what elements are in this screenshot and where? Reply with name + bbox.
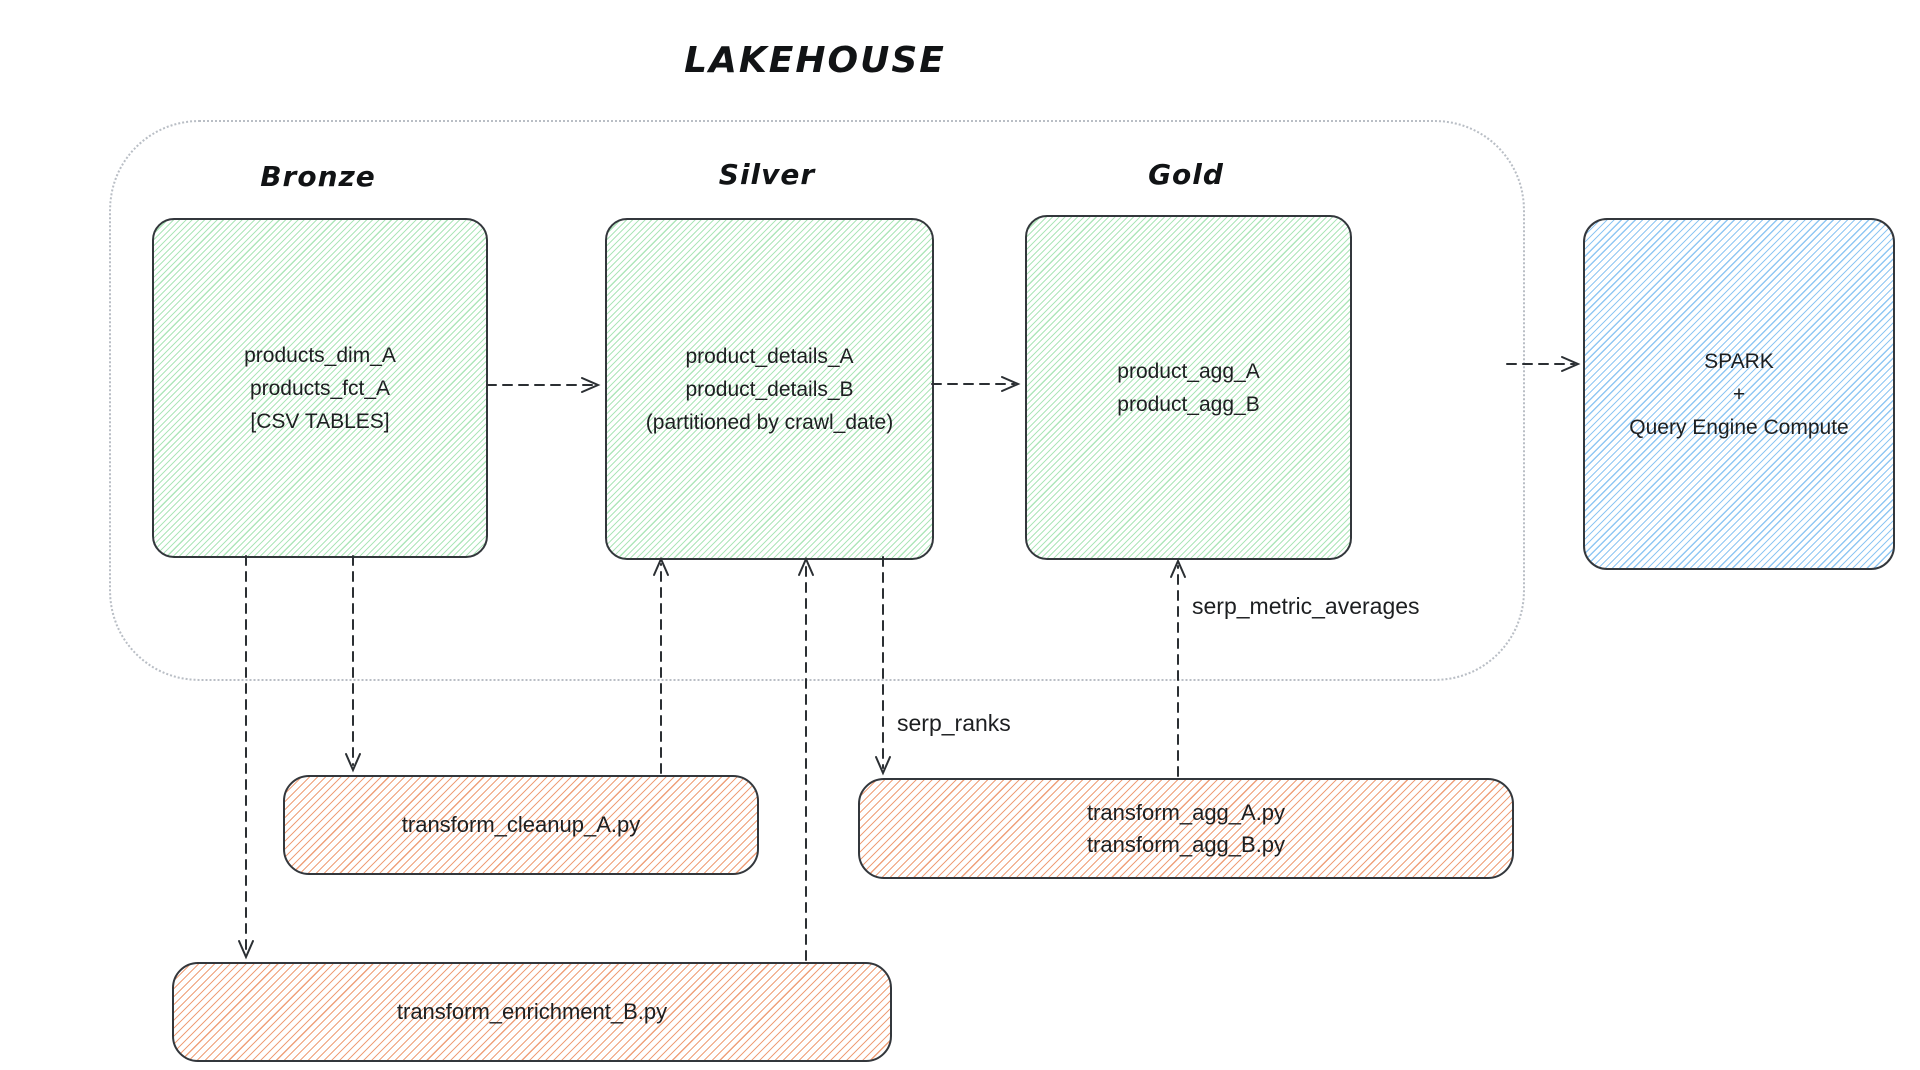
layer-label-bronze: Bronze	[260, 160, 376, 193]
gold-line-2: product_agg_B	[1117, 392, 1260, 416]
transform-agg-script-node: transform_agg_A.py transform_agg_B.py	[858, 778, 1514, 879]
silver-line-1: product_details_A	[685, 344, 854, 368]
gold-tables-node: product_agg_A product_agg_B	[1025, 215, 1352, 560]
compute-line-2: +	[1732, 382, 1746, 406]
silver-line-3: (partitioned by crawl_date)	[645, 410, 894, 434]
bronze-line-3: [CSV TABLES]	[250, 409, 390, 433]
cleanup-line-1: transform_cleanup_A.py	[401, 812, 641, 837]
edge-label-serp-ranks: serp_ranks	[897, 710, 1011, 736]
transform-enrichment-script-node: transform_enrichment_B.py	[172, 962, 892, 1062]
lakehouse-boundary	[109, 120, 1525, 681]
compute-line-3: Query Engine Compute	[1629, 415, 1849, 439]
agg-line-1: transform_agg_A.py	[1086, 799, 1286, 825]
edge-label-serp-metric-averages: serp_metric_averages	[1192, 593, 1420, 619]
transform-cleanup-script-node: transform_cleanup_A.py	[283, 775, 759, 875]
agg-line-2: transform_agg_B.py	[1086, 831, 1286, 857]
enrichment-line-1: transform_enrichment_B.py	[396, 999, 668, 1024]
diagram-title: LAKEHOUSE	[684, 40, 946, 81]
layer-label-silver: Silver	[718, 158, 816, 191]
silver-tables-node: product_details_A product_details_B (par…	[605, 218, 934, 560]
bronze-tables-node: products_dim_A products_fct_A [CSV TABLE…	[152, 218, 488, 558]
compute-line-1: SPARK	[1704, 349, 1774, 373]
silver-line-2: product_details_B	[685, 377, 854, 401]
bronze-line-2: products_fct_A	[249, 376, 391, 400]
gold-line-1: product_agg_A	[1117, 359, 1260, 383]
spark-compute-node: SPARK + Query Engine Compute	[1583, 218, 1895, 570]
bronze-line-1: products_dim_A	[244, 343, 396, 367]
layer-label-gold: Gold	[1148, 158, 1224, 191]
